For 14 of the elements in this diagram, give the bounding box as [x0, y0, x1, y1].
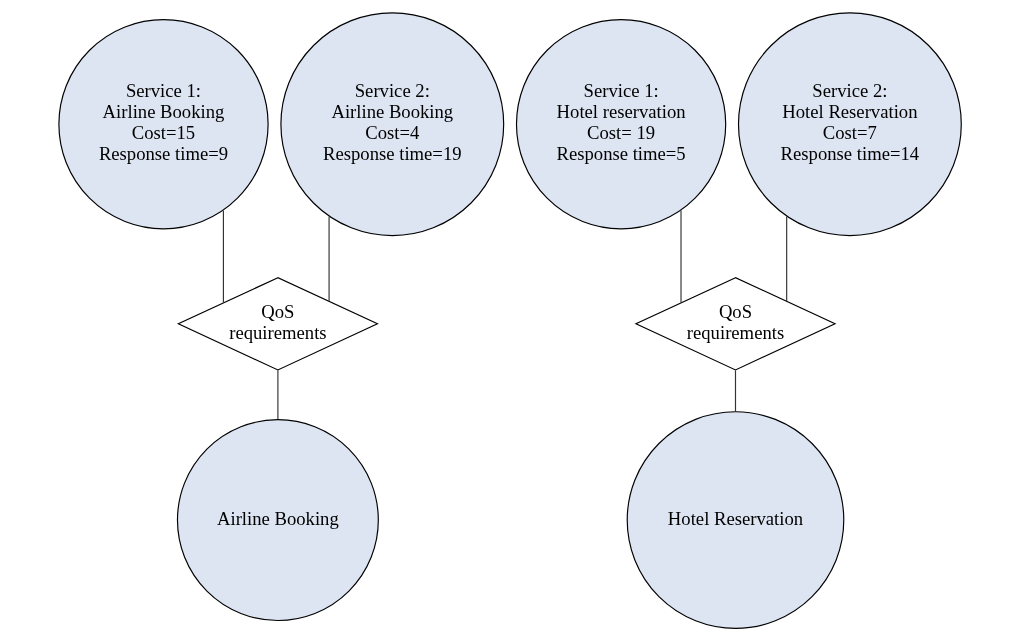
node-circle: Hotel Reservation: [626, 411, 844, 629]
node-diamond: QoS requirements: [176, 277, 379, 371]
node-circle: Service 1: Airline Booking Cost=15 Response time=9: [57, 19, 269, 230]
node-circle: Service 2: Airline Booking Cost=4 Response time=19: [279, 12, 504, 237]
node-circle: Airline Booking: [176, 419, 379, 622]
connector: [785, 215, 787, 302]
connector: [276, 369, 278, 420]
node-circle: Service 1: Hotel reservation Cost= 19 Response time=5: [515, 19, 726, 230]
connector: [734, 369, 736, 413]
node-diamond: QoS requirements: [634, 277, 836, 371]
connector: [222, 210, 224, 304]
node-circle: Service 2: Hotel Reservation Cost=7 Response time=14: [737, 12, 962, 237]
connector: [328, 215, 330, 302]
connector: [679, 210, 682, 304]
